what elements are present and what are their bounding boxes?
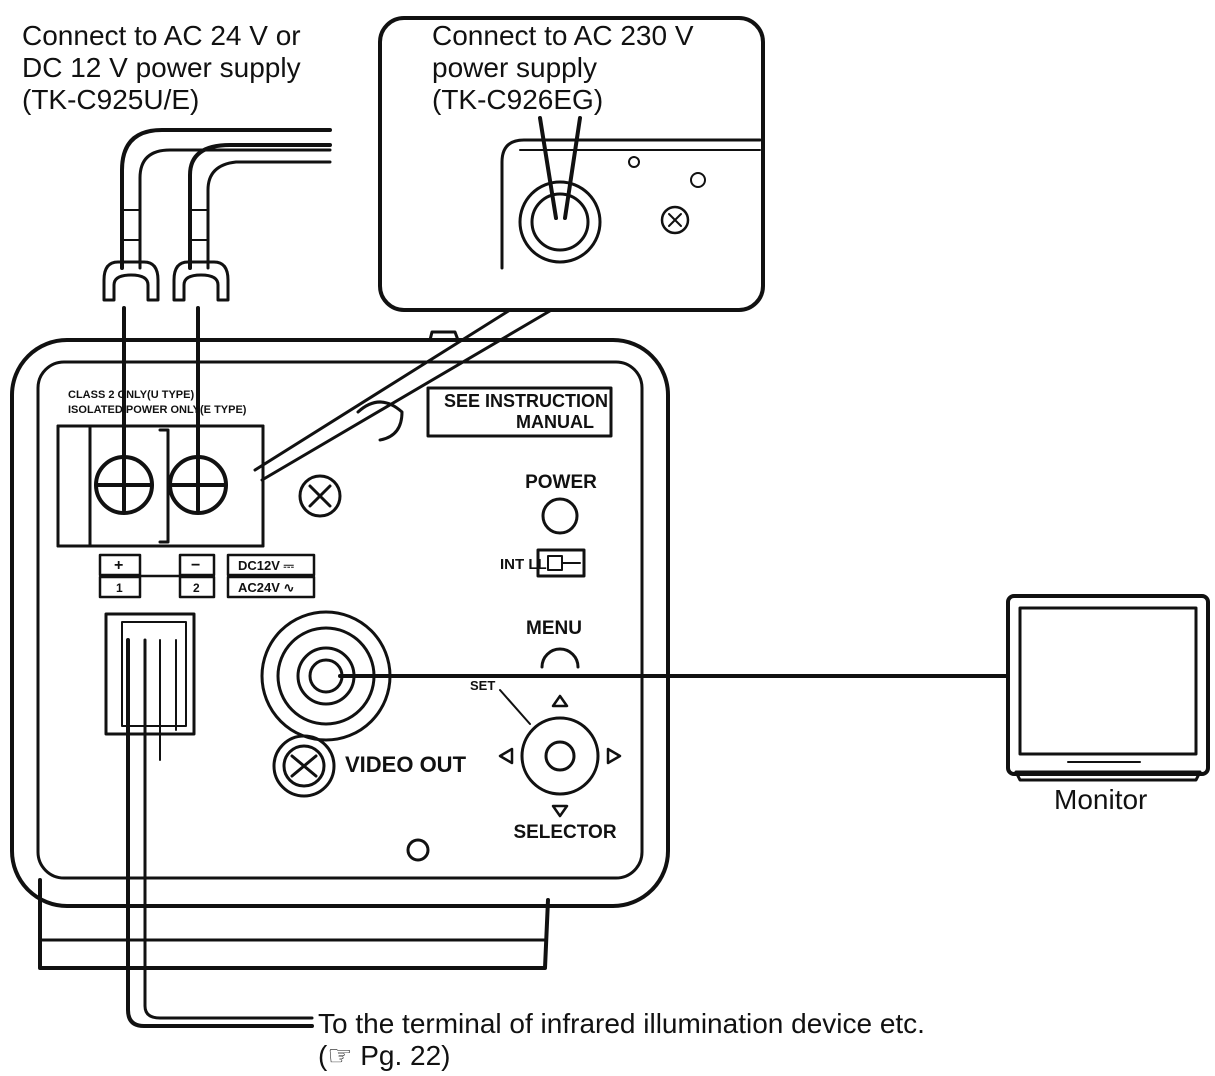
class2-label-line2: ISOLATED POWER ONLY(E TYPE) (68, 404, 247, 416)
ac24v-label: AC24V ∿ (238, 580, 294, 595)
selector-dial (520, 716, 600, 796)
int-ll-label: INT LL (500, 556, 547, 573)
terminal-1-label: 1 (116, 581, 123, 595)
spade-terminal-left (102, 260, 160, 302)
class2-label-line1: CLASS 2 ONLY(U TYPE) (68, 389, 194, 401)
io-terminal (104, 612, 196, 736)
cable-gland (518, 180, 602, 264)
infrared-terminal-callout: To the terminal of infrared illumination… (318, 1008, 925, 1039)
spade-terminal-right (172, 260, 230, 302)
terminal-2-label: 2 (193, 581, 200, 595)
camera-rear-panel (10, 338, 670, 908)
page-reference: (☞ Pg. 22) (318, 1040, 451, 1071)
plus-label: + (114, 557, 123, 574)
power-cable-left (120, 128, 332, 270)
power-cable-right (188, 143, 332, 270)
power-label: POWER (525, 472, 597, 493)
dc12v-label: DC12V ⎓ (238, 558, 295, 573)
int-ll-switch (536, 548, 586, 578)
power-led (541, 497, 579, 535)
monitor (1006, 594, 1210, 776)
camera-housing-bottom (38, 878, 550, 970)
minus-label: − (191, 557, 200, 574)
monitor-label: Monitor (1054, 784, 1148, 815)
manual-text: MANUAL (516, 412, 594, 432)
io-cable (126, 638, 314, 1028)
set-label: SET (470, 678, 495, 693)
see-instruction-text: SEE INSTRUCTION (444, 391, 608, 411)
see-instruction-label-box (426, 386, 613, 438)
menu-button (540, 647, 580, 669)
video-out-label: VIDEO OUT (345, 752, 467, 777)
ac24-power-callout: Connect to AC 24 V or DC 12 V power supp… (22, 20, 301, 115)
menu-label: MENU (526, 618, 582, 639)
selector-label: SELECTOR (513, 822, 616, 843)
ac230-power-callout: Connect to AC 230 V power supply (TK-C92… (432, 20, 694, 115)
